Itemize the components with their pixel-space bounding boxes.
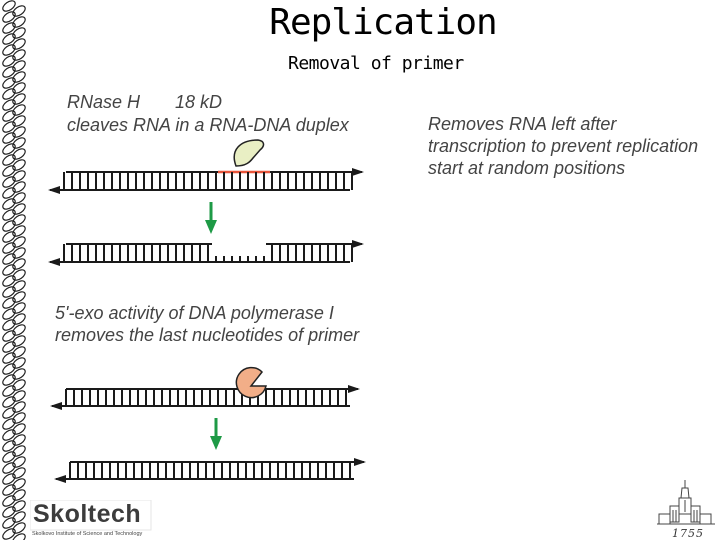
page-subtitle: Removal of primer: [288, 53, 464, 74]
dna-polymerase-icon: [235, 366, 267, 399]
side-note: Removes RNA left after transcription to …: [428, 114, 699, 178]
skoltech-tagline: Skolkovo Institute of Science and Techno…: [32, 531, 143, 537]
rnase-h-icon: [233, 139, 265, 167]
duplex-after-rnase: [48, 240, 364, 266]
exo-line-2: removes the last nucleotides of primer: [55, 325, 360, 345]
arrow-down-icon: [210, 418, 222, 450]
rnase-description: cleaves RNA in a RNA-DNA duplex: [67, 115, 349, 135]
rnase-size: 18 kD: [175, 92, 223, 112]
exo-line-1: 5'-exo activity of DNA polymerase I: [55, 303, 334, 323]
duplex-final: [54, 458, 366, 483]
university-building-emblem: [657, 480, 715, 525]
skoltech-wordmark: Skoltech: [33, 500, 142, 528]
decorative-border: [2, 0, 26, 540]
duplex-with-polymerase: [50, 385, 360, 410]
page-title: Replication: [269, 2, 497, 43]
duplex-with-primer: [48, 168, 364, 194]
skoltech-logo: [30, 500, 152, 531]
arrow-down-icon: [205, 202, 217, 234]
emblem-year: 1755: [672, 527, 704, 540]
rnase-name: RNase H: [67, 92, 141, 112]
exo-activity-text: 5'-exo activity of DNA polymerase I remo…: [55, 302, 415, 346]
